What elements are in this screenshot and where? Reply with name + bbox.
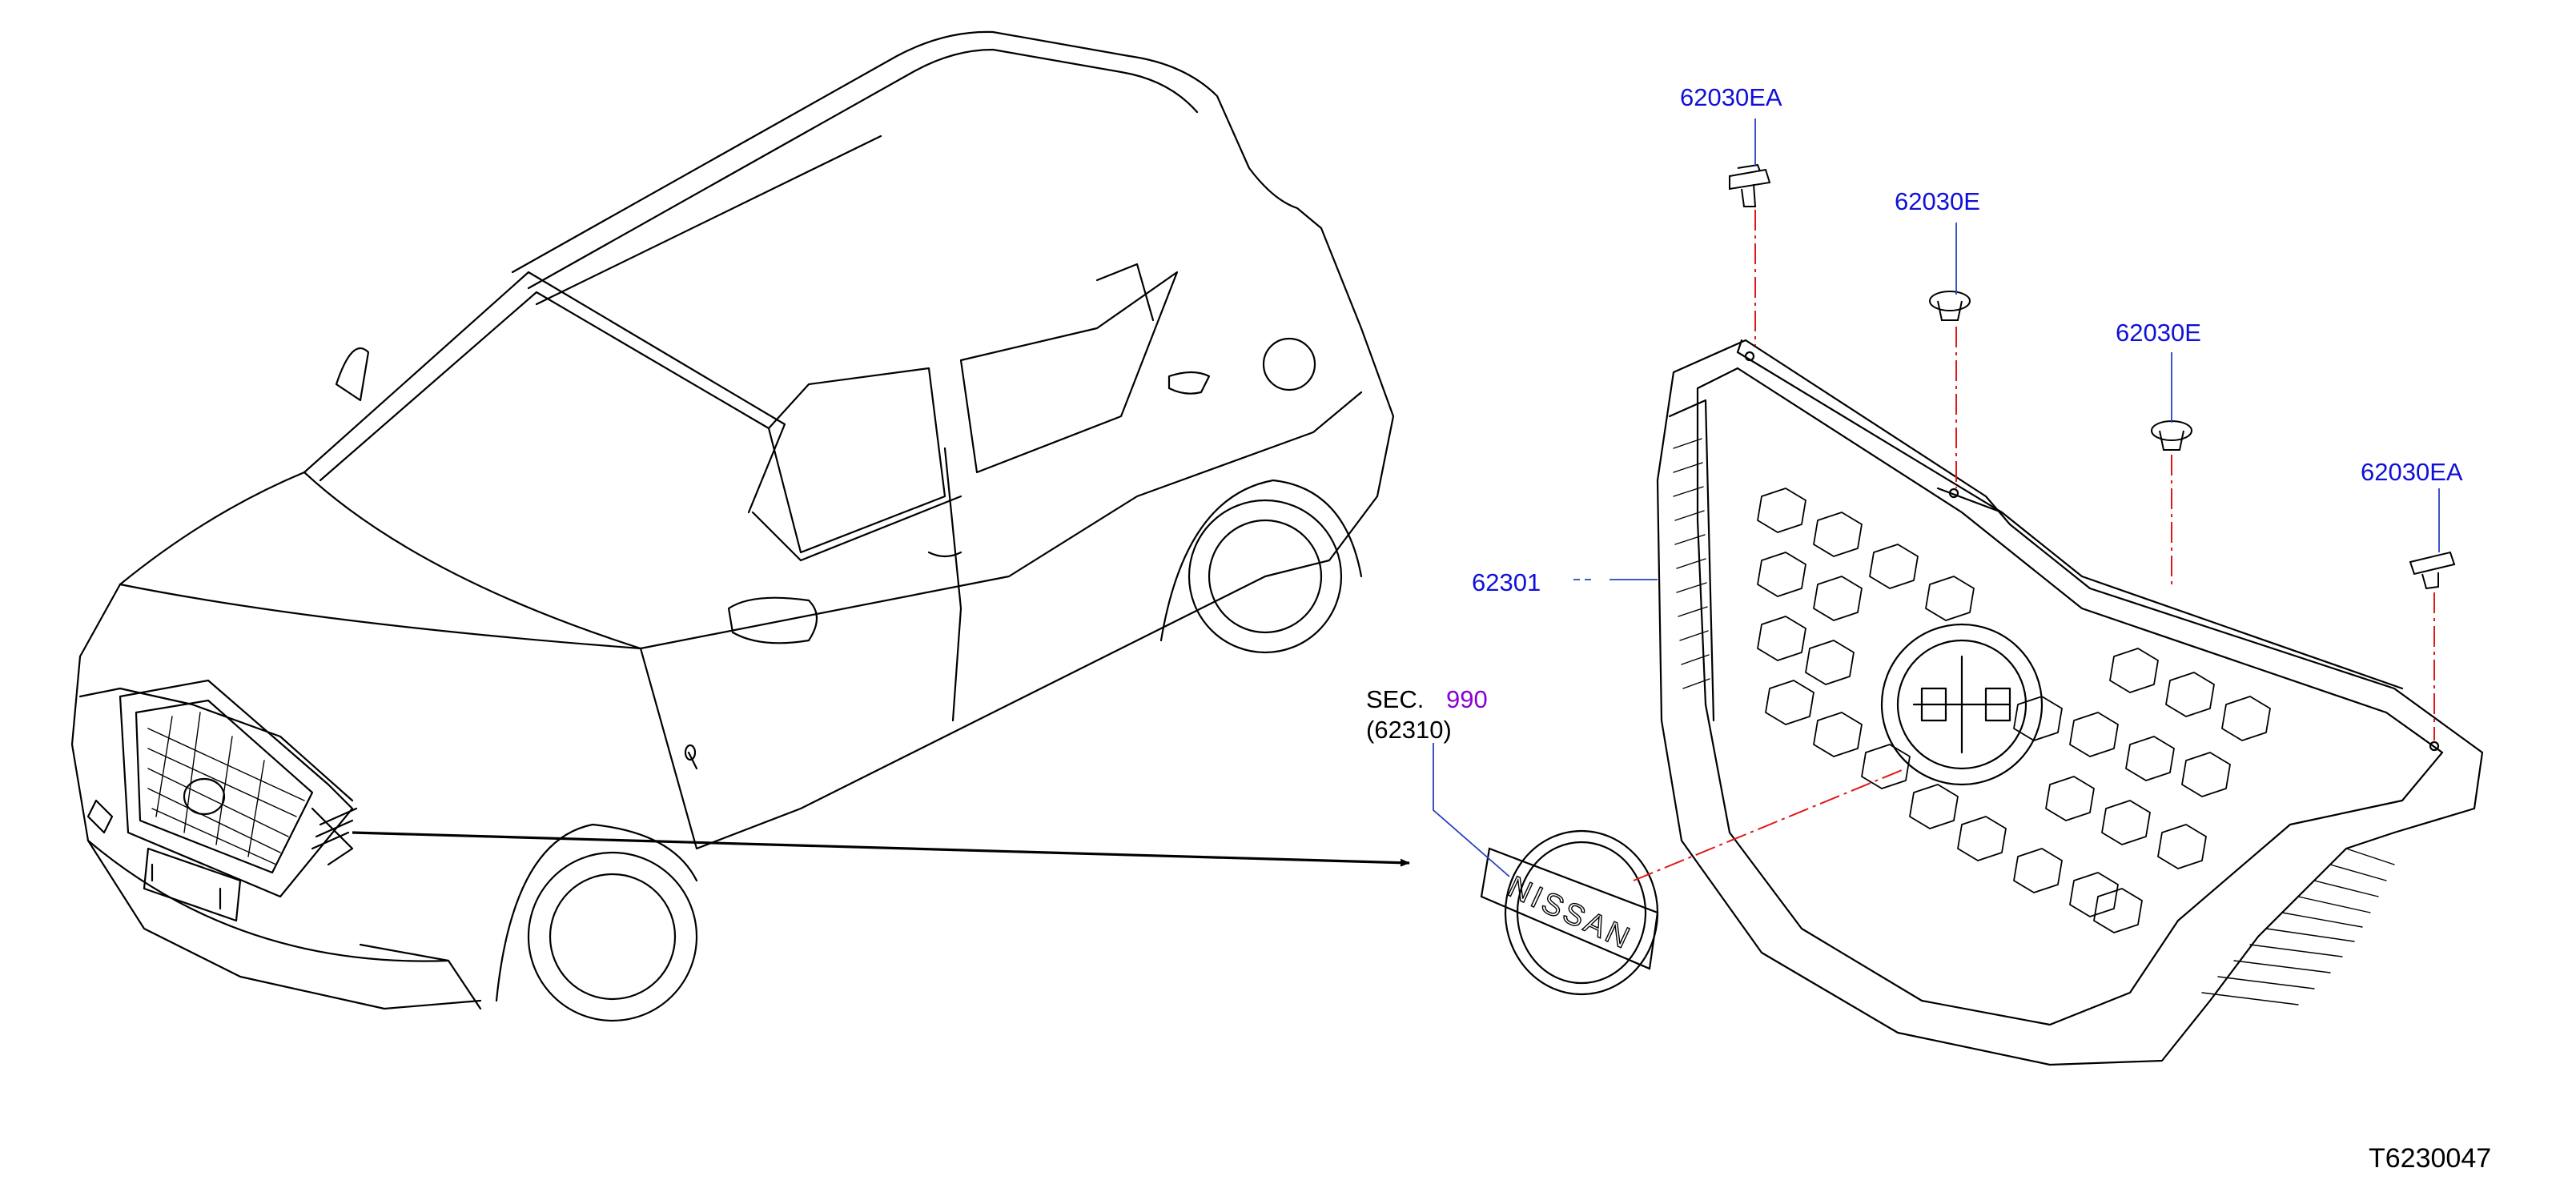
diagram-code: T6230047 (2369, 1143, 2492, 1174)
section-ref-prefix: SEC. (1366, 685, 1425, 713)
nissan-emblem-illustration: NISSAN (1480, 829, 1659, 996)
clip-62030E-a-illustration (1929, 291, 1971, 321)
clip-62030EA-right-illustration (2409, 551, 2456, 590)
vehicle-illustration (70, 30, 1395, 1022)
part-label-62030E-a[interactable]: 62030E (1895, 187, 1980, 215)
part-label-62301[interactable]: 62301 (1472, 568, 1541, 596)
clip-62030EA-top-illustration (1729, 163, 1771, 207)
callout-arrow (352, 831, 1410, 867)
part-label-62030EA-right[interactable]: 62030EA (2361, 458, 2463, 486)
part-label-62030EA-top[interactable]: 62030EA (1680, 83, 1782, 111)
part-label-62030E-b[interactable]: 62030E (2116, 319, 2201, 347)
front-grille-illustration (1656, 339, 2484, 1066)
clip-62030E-b-illustration (2151, 420, 2192, 451)
leader-lines (1433, 118, 2440, 877)
section-ref-number[interactable]: 990 (1446, 685, 1488, 713)
centerlines (1633, 210, 2435, 881)
section-ref-sub: (62310) (1366, 716, 1452, 744)
